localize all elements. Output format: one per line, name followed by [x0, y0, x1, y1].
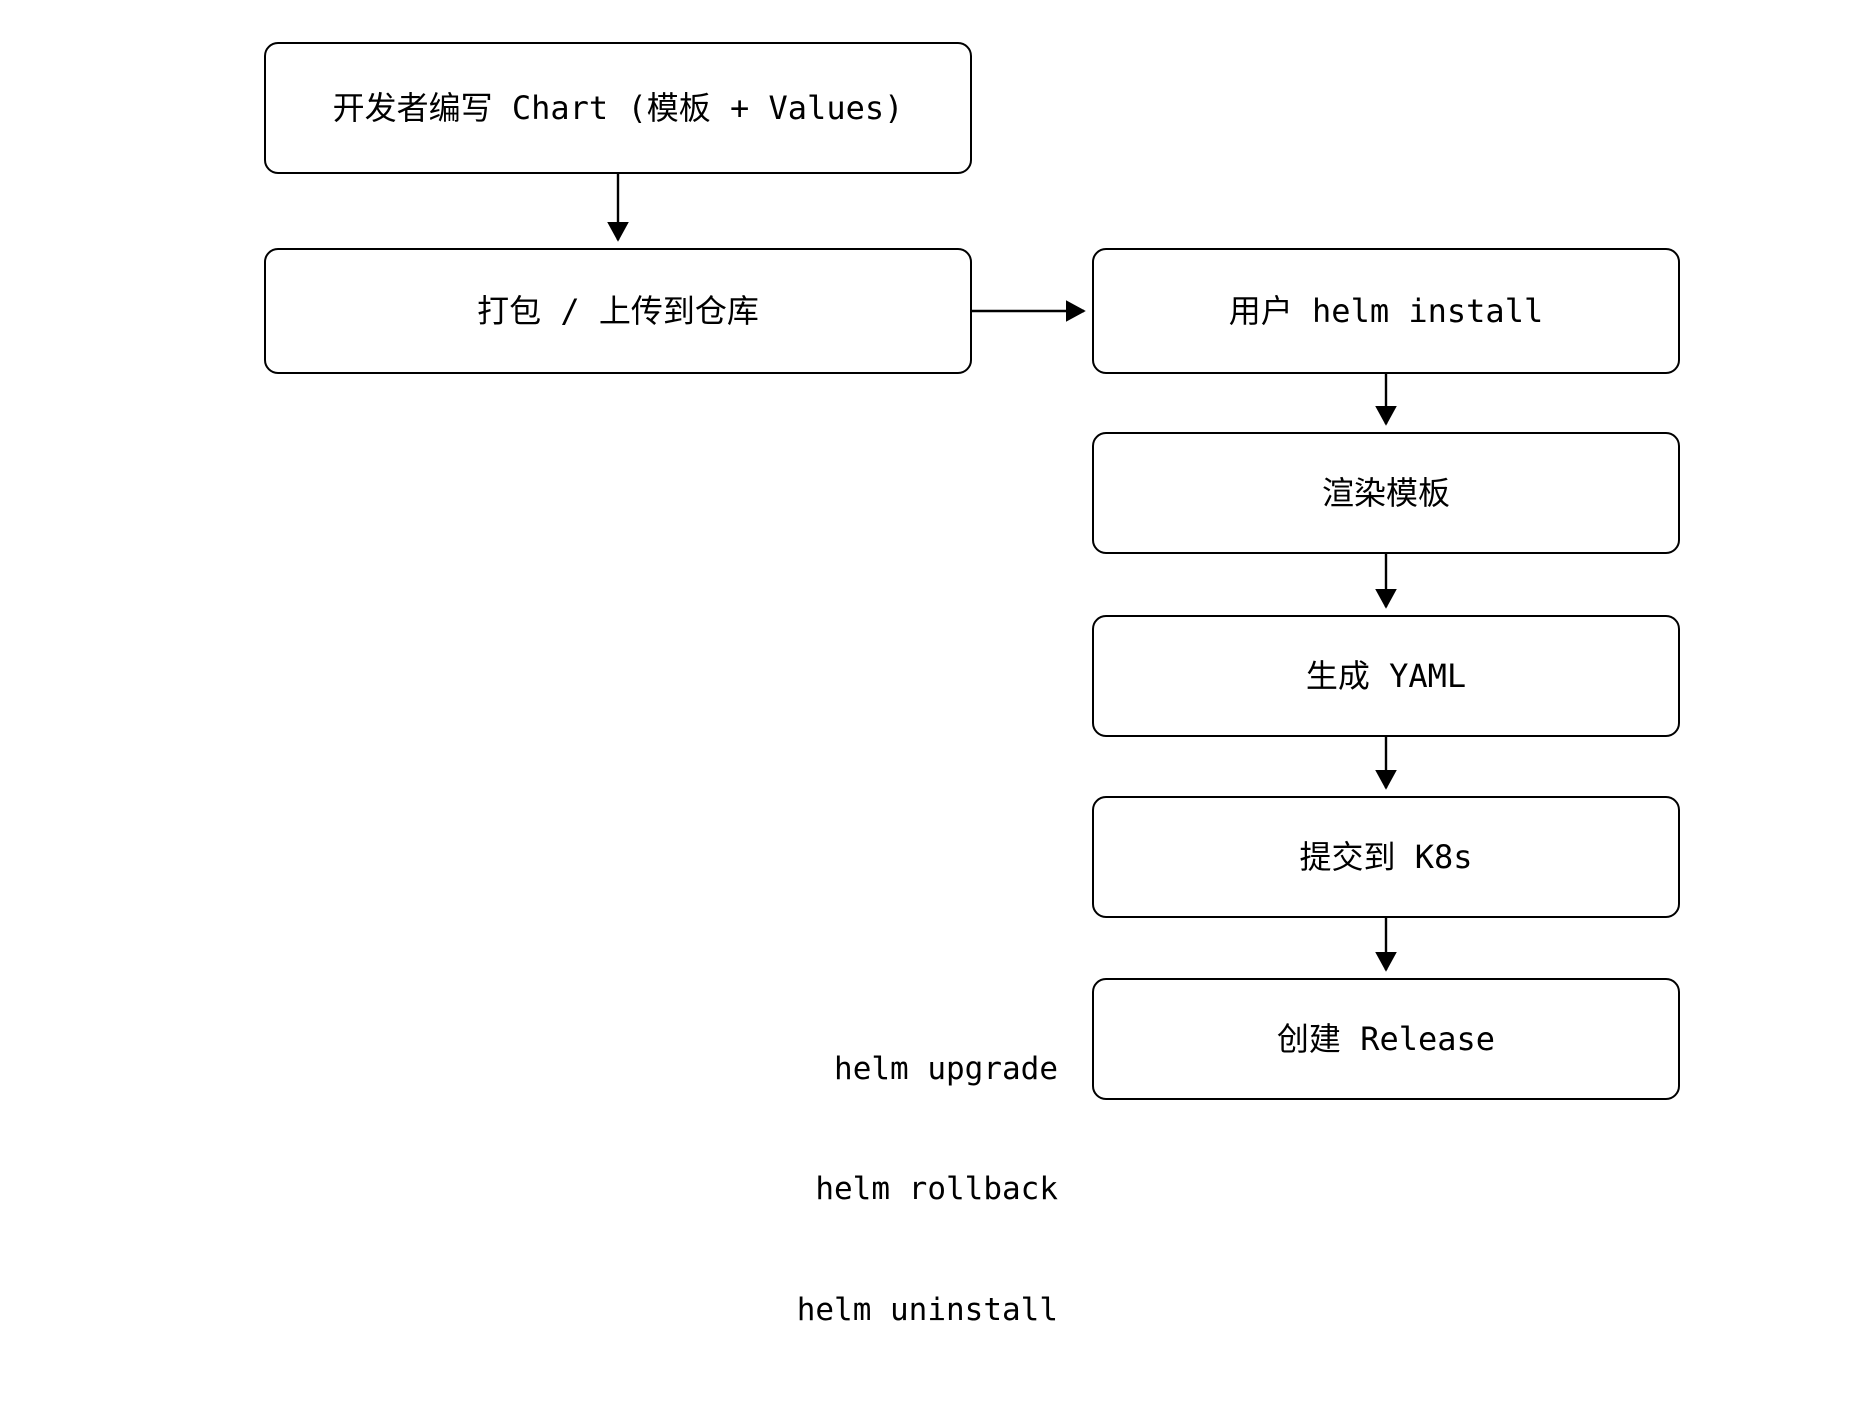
- node-submit-to-k8s-label: 提交到 K8s: [1299, 837, 1473, 876]
- annotation-helm-commands: helm upgrade helm rollback helm uninstal…: [710, 968, 1058, 1411]
- node-author-writes-chart[interactable]: 开发者编写 Chart (模板 + Values): [264, 42, 972, 174]
- node-submit-to-k8s[interactable]: 提交到 K8s: [1092, 796, 1680, 918]
- node-generate-yaml[interactable]: 生成 YAML: [1092, 615, 1680, 737]
- diagram-canvas: 开发者编写 Chart (模板 + Values) 打包 / 上传到仓库 用户 …: [264, 42, 1680, 1328]
- annotation-helm-rollback: helm rollback: [815, 1171, 1058, 1208]
- node-generate-yaml-label: 生成 YAML: [1305, 656, 1467, 695]
- node-render-template-label: 渲染模板: [1321, 473, 1450, 512]
- node-create-release[interactable]: 创建 Release: [1092, 978, 1680, 1100]
- node-package-upload-repo-label: 打包 / 上传到仓库: [477, 291, 759, 330]
- node-author-writes-chart-label: 开发者编写 Chart (模板 + Values): [332, 88, 904, 127]
- node-package-upload-repo[interactable]: 打包 / 上传到仓库: [264, 248, 972, 374]
- node-user-helm-install[interactable]: 用户 helm install: [1092, 248, 1680, 374]
- node-user-helm-install-label: 用户 helm install: [1228, 291, 1544, 330]
- annotation-helm-uninstall: helm uninstall: [796, 1292, 1058, 1329]
- node-create-release-label: 创建 Release: [1276, 1019, 1496, 1058]
- node-render-template[interactable]: 渲染模板: [1092, 432, 1680, 554]
- annotation-helm-upgrade: helm upgrade: [834, 1050, 1058, 1087]
